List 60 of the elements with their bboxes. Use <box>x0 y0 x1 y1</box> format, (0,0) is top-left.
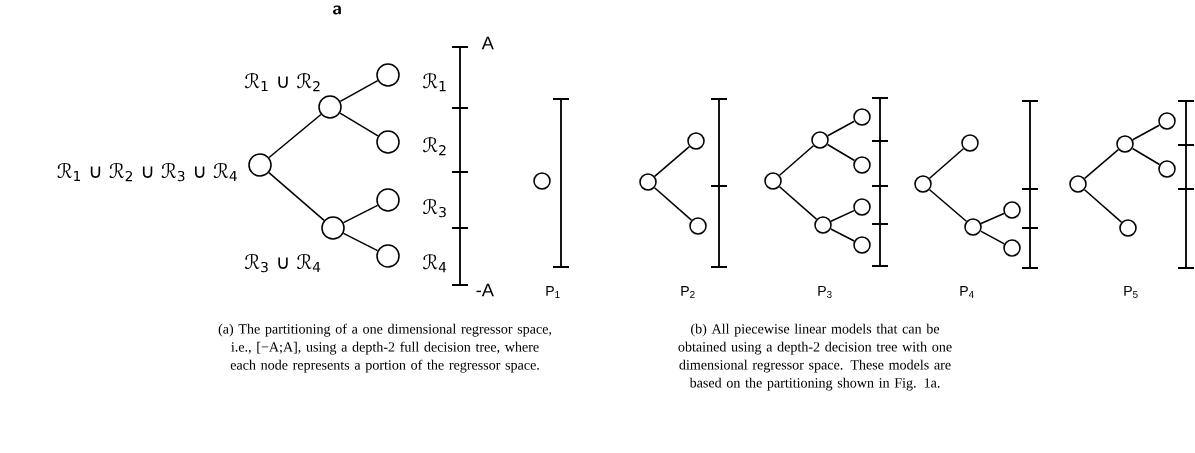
tree-node <box>853 198 871 216</box>
tree-branch <box>778 186 818 220</box>
tree-branch <box>928 148 965 179</box>
tree-node <box>1003 239 1021 257</box>
tree-branch <box>339 112 379 137</box>
tree-node <box>1116 135 1134 153</box>
axis-label: -A <box>476 283 494 297</box>
tree-branch <box>653 145 691 178</box>
model-label: P$_{1}$ <box>546 286 560 298</box>
panel-letter: a <box>332 5 341 15</box>
tree-node <box>1158 160 1176 178</box>
tree-branch <box>830 209 855 223</box>
tree-branch <box>826 120 856 137</box>
tree-branch <box>342 204 379 224</box>
tree-branch <box>1083 148 1120 180</box>
tree-node <box>1003 201 1021 219</box>
model-label: P$_{4}$ <box>960 286 974 298</box>
tree-branch <box>928 188 968 223</box>
tree-node <box>853 236 871 254</box>
tree-node <box>961 134 979 152</box>
tree-node <box>964 218 982 236</box>
tree-node <box>853 156 871 174</box>
node-label: ℛ$_{1}$ ∪ ℛ$_{2}$ ∪ ℛ$_{3}$ ∪ ℛ$_{4}$ <box>57 162 237 182</box>
model-label: P$_{3}$ <box>818 286 832 298</box>
tree-node <box>814 216 832 234</box>
tree-node <box>1158 112 1176 130</box>
tree-branch <box>653 187 693 221</box>
caption: (a) The partitioning of a one dimensional regressor space, i.e., [−A;A], using a depth-2 full decision tree, where each node represents a portion of the regressor space. <box>218 323 552 373</box>
node-label: ℛ$_{3}$ ∪ ℛ$_{4}$ <box>245 253 321 273</box>
tree-node <box>689 217 707 235</box>
tree-node <box>1069 175 1087 193</box>
tree-branch <box>980 212 1005 225</box>
tree-branch <box>778 145 815 176</box>
node-label: ℛ$_{1}$ ∪ ℛ$_{2}$ <box>245 72 320 92</box>
tree-node <box>853 108 871 126</box>
tree-node <box>811 131 829 149</box>
tree-branch <box>339 79 379 103</box>
tree-branch <box>1083 189 1123 223</box>
tree-branch <box>830 228 855 242</box>
tree-branch <box>1131 147 1161 166</box>
node-label: ℛ$_{4}$ <box>423 253 447 273</box>
tree-node <box>1119 219 1137 237</box>
node-label: ℛ$_{3}$ <box>423 198 446 218</box>
caption: (b) All piecewise linear models that can be obtained using a depth-2 decision tree with one dimensional regressor space. These models are based on the partitioning shown in Fig. 1a. <box>678 323 952 391</box>
tree-branch <box>979 230 1006 245</box>
model-label: P$_{2}$ <box>681 286 695 298</box>
tree-branch <box>268 113 322 159</box>
tree-branch <box>268 171 325 222</box>
node-label: ℛ$_{2}$ <box>423 136 446 156</box>
tree-node <box>533 172 551 190</box>
axis-label: A <box>481 36 494 50</box>
tree-node <box>914 175 932 193</box>
tree-branch <box>826 143 856 162</box>
tree-node <box>764 172 782 190</box>
node-label: ℛ$_{1}$ <box>423 72 446 92</box>
model-label: P$_{5}$ <box>1124 286 1138 298</box>
tree-branch <box>342 232 379 252</box>
tree-branch <box>1131 124 1161 141</box>
tree-node <box>687 132 705 150</box>
tree-node <box>639 173 657 191</box>
